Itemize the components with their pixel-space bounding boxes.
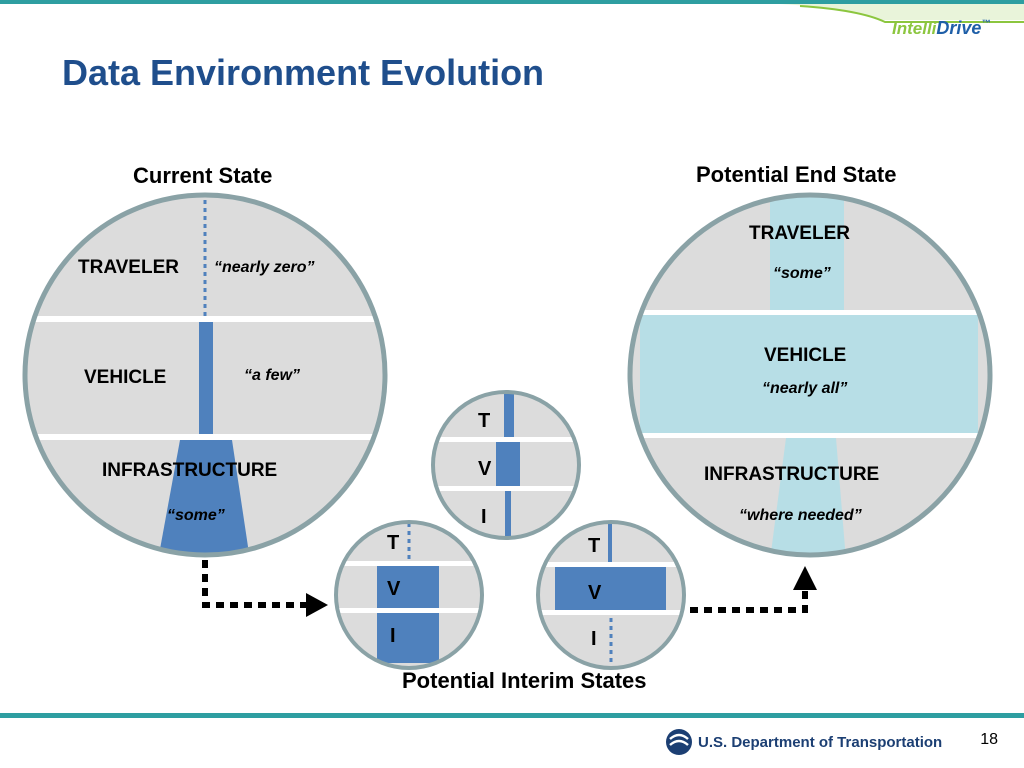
interim-caption: Potential Interim States bbox=[402, 668, 647, 693]
header-green-line bbox=[799, 5, 1024, 23]
interim-b-v-bar bbox=[377, 566, 439, 608]
interim-a-i-bar bbox=[505, 490, 511, 538]
end-state-circle bbox=[627, 192, 993, 558]
current-vehicle-quote: “a few” bbox=[244, 367, 301, 384]
interim-circle-c bbox=[536, 520, 686, 670]
interim-b-i-label: I bbox=[390, 625, 396, 647]
interim-a-t-bar bbox=[504, 392, 514, 438]
dot-name: U.S. Department of Transportation bbox=[698, 734, 943, 751]
dot-seal-icon bbox=[666, 729, 692, 755]
interim-circle-b bbox=[334, 520, 484, 670]
current-infrastructure-quote: “some” bbox=[167, 507, 225, 524]
end-vehicle-band bbox=[640, 315, 978, 433]
current-traveler-quote: “nearly zero” bbox=[214, 259, 315, 276]
current-infrastructure-trapezoid bbox=[158, 440, 250, 555]
slide-title: Data Environment Evolution bbox=[62, 52, 545, 93]
current-divider-1 bbox=[25, 316, 385, 322]
end-traveler-quote: “some” bbox=[773, 265, 831, 282]
interim-c-i-label: I bbox=[591, 628, 597, 650]
end-traveler-band bbox=[770, 195, 844, 315]
end-infrastructure-label: INFRASTRUCTURE bbox=[704, 464, 880, 485]
end-vehicle-quote: “nearly all” bbox=[762, 380, 848, 397]
current-infrastructure-label: INFRASTRUCTURE bbox=[102, 460, 278, 481]
logo-intelli-text: Intelli bbox=[892, 19, 937, 38]
arrow-interim-to-end bbox=[690, 566, 817, 613]
current-state-circle bbox=[22, 192, 388, 558]
interim-a-t-label: T bbox=[478, 410, 491, 432]
interim-c-v-bar bbox=[555, 567, 666, 610]
intellidrive-logo: IntelliDrive™ bbox=[892, 18, 990, 39]
interim-c-t-label: T bbox=[588, 535, 601, 557]
header-decoration bbox=[0, 0, 1024, 23]
interim-b-t-label: T bbox=[387, 532, 400, 554]
logo-tm: ™ bbox=[981, 18, 991, 28]
current-vehicle-label: VEHICLE bbox=[84, 367, 167, 388]
current-traveler-label: TRAVELER bbox=[78, 257, 179, 278]
interim-b-i-bar bbox=[377, 613, 439, 663]
end-infrastructure-quote: “where needed” bbox=[739, 507, 862, 524]
footer-teal-line bbox=[0, 713, 1024, 718]
end-vehicle-label: VEHICLE bbox=[764, 345, 847, 366]
current-vehicle-bar bbox=[199, 321, 213, 437]
header-top-line bbox=[0, 0, 1024, 4]
end-state-header: Potential End State bbox=[696, 162, 897, 187]
interim-a-v-bar bbox=[496, 442, 520, 486]
current-state-header: Current State bbox=[133, 163, 273, 188]
end-infrastructure-band bbox=[770, 438, 846, 555]
logo-drive-text: Drive bbox=[936, 18, 982, 38]
page-number: 18 bbox=[980, 731, 998, 748]
arrow-current-to-interim bbox=[202, 560, 328, 617]
interim-b-v-label: V bbox=[387, 578, 401, 600]
interim-c-v-label: V bbox=[588, 582, 602, 604]
interim-a-v-label: V bbox=[478, 458, 492, 480]
end-divider-2 bbox=[630, 433, 990, 438]
current-divider-2 bbox=[25, 434, 385, 440]
interim-c-t-bar bbox=[608, 522, 612, 562]
interim-circle-a bbox=[431, 390, 581, 540]
end-divider-1 bbox=[630, 310, 990, 315]
interim-a-i-label: I bbox=[481, 506, 487, 528]
end-traveler-label: TRAVELER bbox=[749, 223, 850, 244]
header-green-swoosh bbox=[780, 4, 1024, 20]
